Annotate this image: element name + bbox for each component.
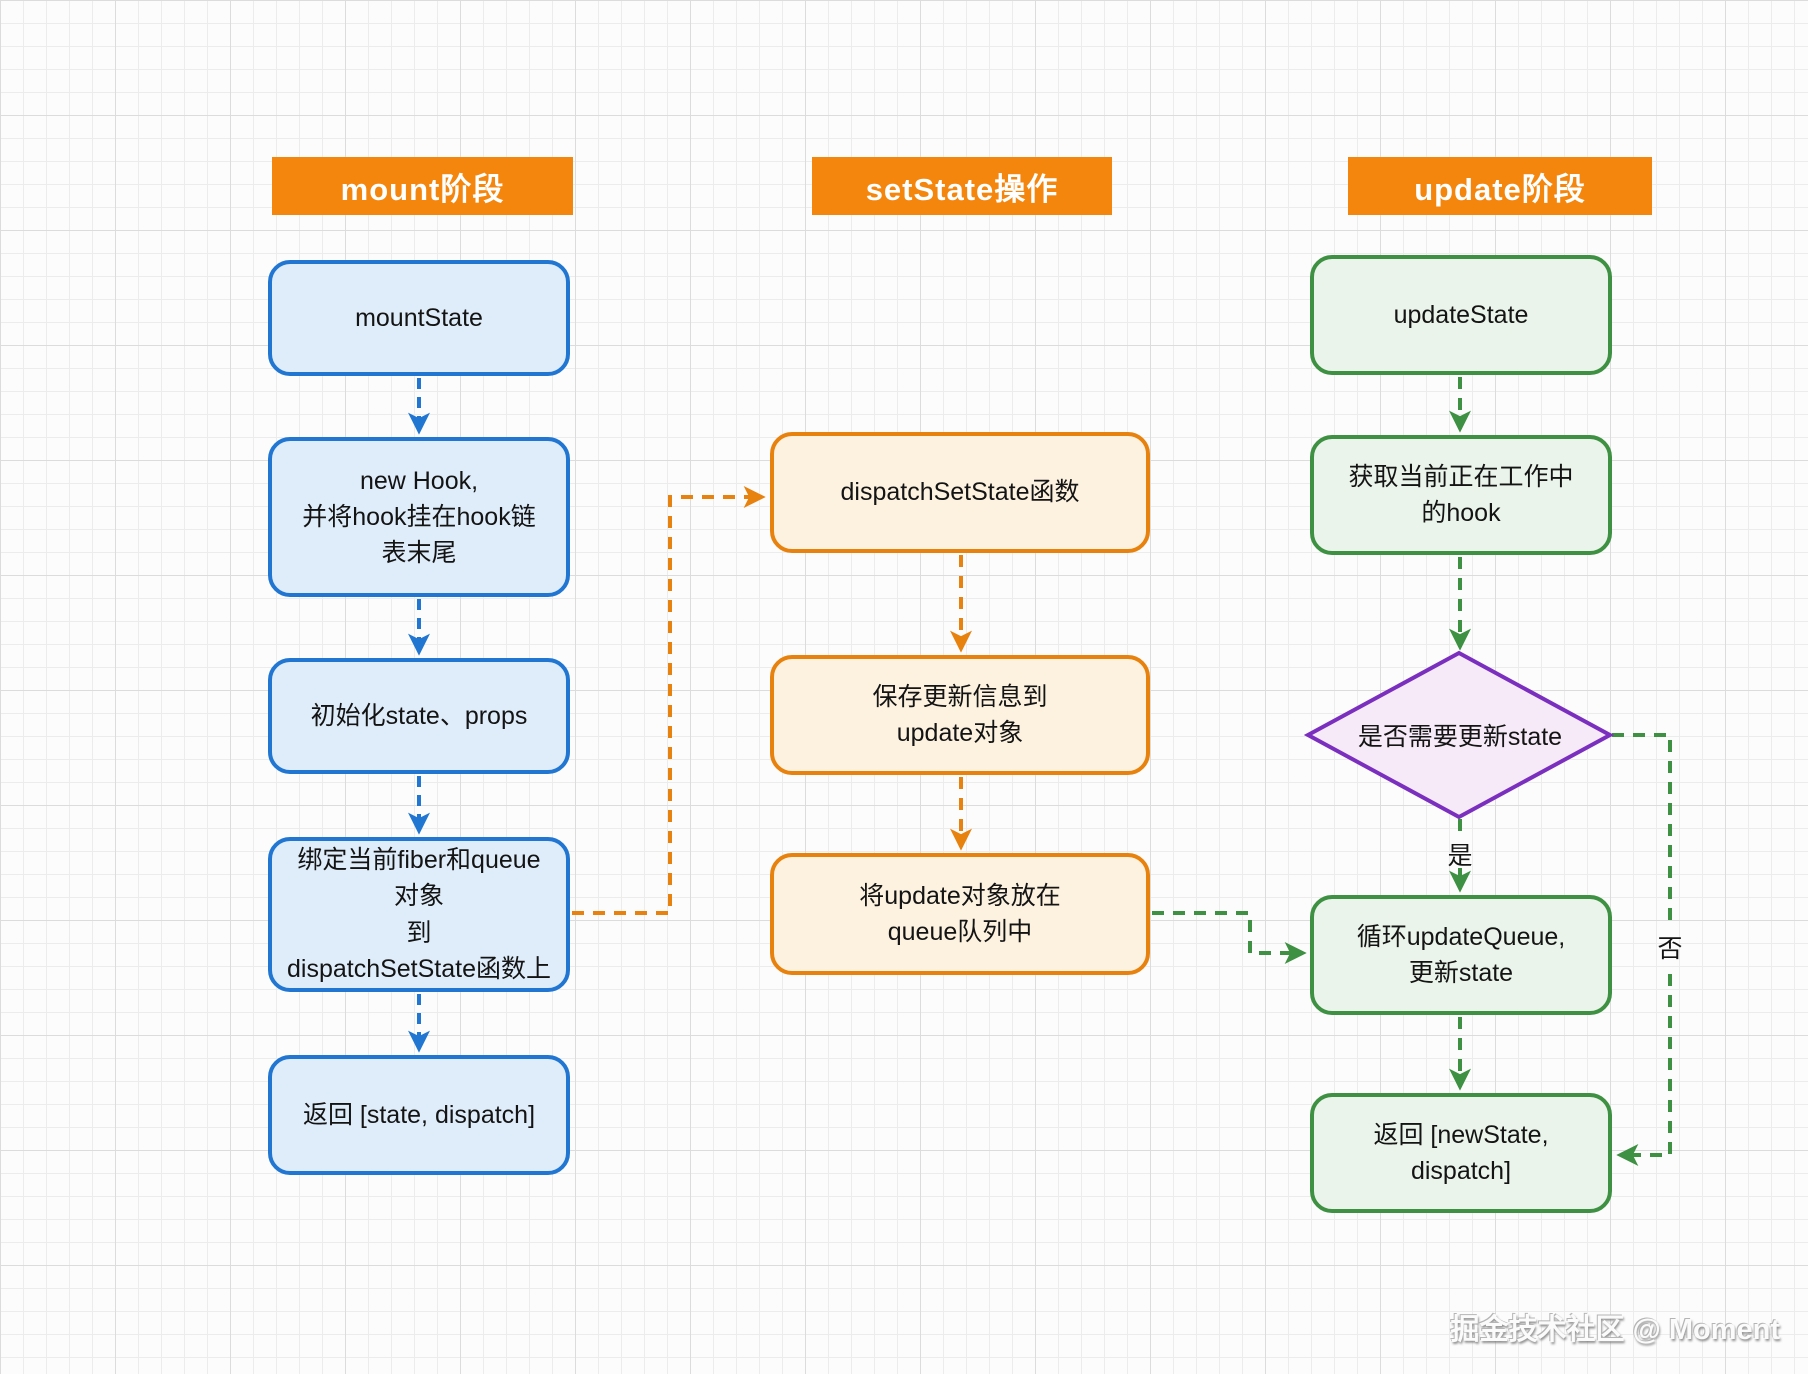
column-header-update: update阶段 [1348,157,1652,215]
node-loop-updatequeue: 循环updateQueue, 更新state [1310,895,1612,1015]
edge-enqueue-to-loopqueue [1152,911,1307,964]
column-header-setstate: setState操作 [812,157,1112,215]
node-return-state-dispatch: 返回 [state, dispatch] [268,1055,570,1175]
node-return-newstate-dispatch: 返回 [newState, dispatch] [1310,1093,1612,1213]
edge-label-no: 否 [1657,935,1683,963]
watermark: 掘金技术社区 @ Moment [1450,1314,1780,1346]
edge-decision-no-bottom [1616,974,1672,1166]
node-enqueue-update: 将update对象放在 queue队列中 [770,853,1150,975]
node-get-working-hook: 获取当前正在工作中 的hook [1310,435,1612,555]
decision-diamond-shape [1303,650,1615,820]
node-save-update-info: 保存更新信息到 update对象 [770,655,1150,775]
node-updatestate: updateState [1310,255,1612,375]
column-header-mount: mount阶段 [272,157,573,215]
edge-bindfiber-to-dispatchsetstate [572,486,766,915]
edge-decision-no-top [1612,733,1672,920]
node-new-hook: new Hook, 并将hook挂在hook链 表末尾 [268,437,570,597]
node-dispatchsetstate: dispatchSetState函数 [770,432,1150,553]
decision-need-update-state: 是否需要更新state [1357,723,1563,751]
node-mountstate: mountState [268,260,570,376]
node-bind-fiber-queue: 绑定当前fiber和queue对象 到 dispatchSetState函数上 [268,837,570,992]
edge-label-yes: 是 [1447,842,1473,870]
node-init-state-props: 初始化state、props [268,658,570,774]
